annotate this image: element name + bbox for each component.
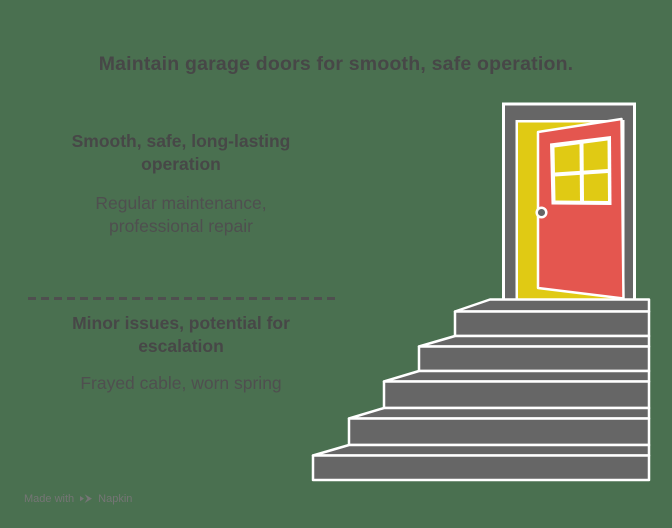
door-window (550, 136, 612, 205)
made-with-label: Made with (24, 493, 75, 505)
stair-tread (453, 298, 651, 313)
stair-tread (311, 443, 651, 457)
stair-riser (417, 345, 651, 373)
napkin-logo-icon (79, 493, 93, 505)
bottom-section-heading: Minor issues, potential for escalation (72, 313, 290, 356)
stair-tread (382, 369, 651, 383)
stair-riser (453, 310, 651, 338)
page-title: Maintain garage doors for smooth, safe o… (98, 53, 574, 75)
door-stairs-illustration (311, 102, 651, 482)
door-panel (535, 117, 625, 300)
doorknob (535, 206, 548, 219)
stair-tread (347, 406, 651, 420)
stair-riser (347, 417, 651, 447)
watermark: Made with Napkin (24, 493, 132, 505)
bottom-section-body: Frayed cable, worn spring (80, 373, 282, 393)
staircase (311, 298, 651, 482)
top-section-body: Regular maintenance, professional repair (95, 193, 267, 236)
top-section-heading: Smooth, safe, long-lasting operation (71, 131, 291, 174)
stair-riser (311, 454, 651, 482)
stair-tread (417, 334, 651, 348)
stair-riser (382, 380, 651, 410)
dashed-divider (28, 297, 338, 300)
brand-label: Napkin (98, 493, 133, 505)
